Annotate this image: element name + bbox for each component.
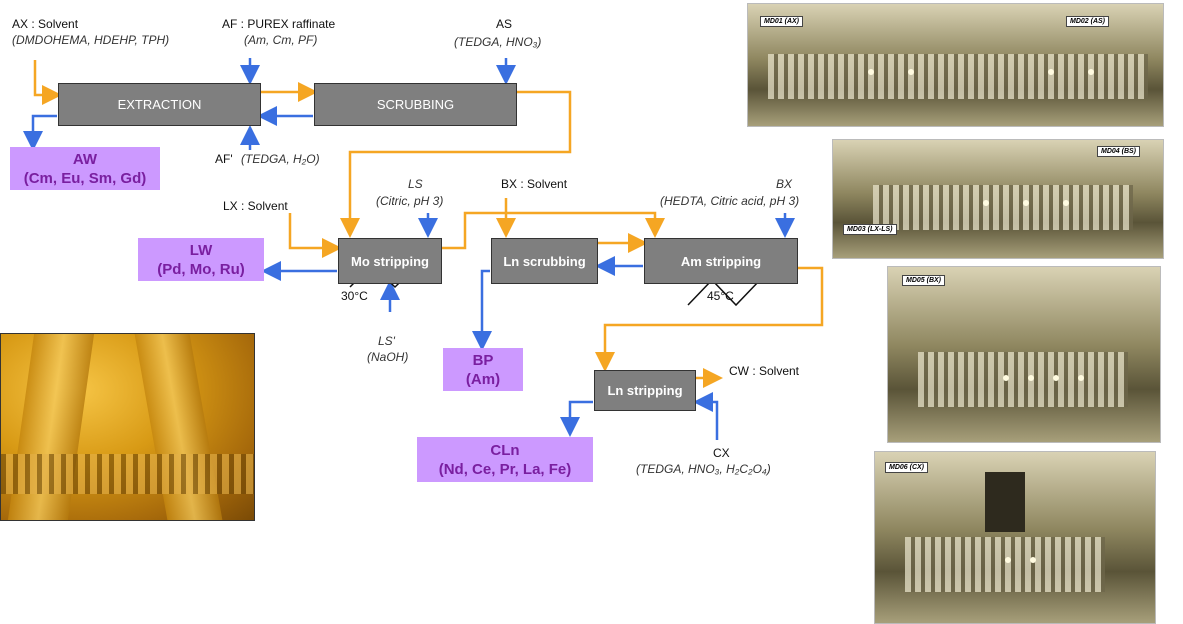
stream-cx-detail: (TEDGA, HNO₃, H₂C₂O₄) (636, 462, 771, 476)
stream-as-detail: (TEDGA, HNO₃) (454, 35, 542, 49)
output-aw-name: AW (72, 150, 98, 168)
temperature-mo: 30°C (341, 289, 368, 303)
output-cln-contents: (Nd, Ce, Pr, La, Fe) (438, 460, 572, 478)
photo-md03-md04: MD04 (BS) MD03 (LX-LS) (832, 139, 1164, 259)
unit-am-stripping: Am stripping (644, 238, 798, 284)
output-lw-name: LW (189, 241, 213, 259)
output-cln-name: CLn (490, 441, 520, 459)
stream-ls-label: LS (408, 177, 423, 191)
photo-tag: MD02 (AS) (1066, 16, 1110, 27)
output-lw-contents: (Pd, Mo, Ru) (157, 260, 245, 278)
output-aw: AW (Cm, Eu, Sm, Gd) (10, 147, 160, 190)
output-aw-contents: (Cm, Eu, Sm, Gd) (23, 169, 147, 187)
unit-scrubbing: SCRUBBING (314, 83, 517, 126)
photo-tag: MD06 (CX) (885, 462, 929, 473)
output-lw: LW (Pd, Mo, Ru) (138, 238, 264, 281)
photo-md05: MD05 (BX) (887, 266, 1161, 443)
stream-bx-solvent-label: BX : Solvent (501, 177, 568, 191)
unit-mo-stripping: Mo stripping (338, 238, 442, 284)
photo-tag: MD01 (AX) (760, 16, 804, 27)
stream-as-label: AS (496, 17, 513, 31)
photo-md06: MD06 (CX) (874, 451, 1156, 624)
stream-cw-label: CW : Solvent (729, 364, 800, 378)
output-bp-name: BP (472, 351, 494, 369)
stream-ax-detail: (DMDOHEMA, HDEHP, TPH) (12, 33, 170, 47)
glovebox-photo (0, 333, 255, 521)
stream-cx-label: CX (713, 446, 730, 460)
stream-lx-label: LX : Solvent (223, 199, 288, 213)
output-cln: CLn (Nd, Ce, Pr, La, Fe) (417, 437, 593, 482)
stream-lsp-detail: (NaOH) (367, 350, 409, 364)
stream-bx-label: BX (776, 177, 793, 191)
unit-extraction: EXTRACTION (58, 83, 261, 126)
stream-lsp-label: LS' (378, 334, 395, 348)
unit-ln-scrubbing: Ln scrubbing (491, 238, 598, 284)
photo-md01-md02: MD01 (AX) MD02 (AS) (747, 3, 1164, 127)
photo-tag: MD04 (BS) (1097, 146, 1141, 157)
stream-bx-detail: (HEDTA, Citric acid, pH 3) (660, 194, 800, 208)
stream-af-detail: (Am, Cm, PF) (244, 33, 318, 47)
output-bp-contents: (Am) (465, 370, 501, 388)
output-bp: BP (Am) (443, 348, 523, 391)
temperature-am: 45°C (707, 289, 734, 303)
stream-ax-label: AX : Solvent (12, 17, 79, 31)
photo-tag: MD05 (BX) (902, 275, 946, 286)
stream-af-label: AF : PUREX raffinate (222, 17, 336, 31)
stream-afp-detail: (TEDGA, H₂O) (241, 152, 320, 166)
photo-tag: MD03 (LX-LS) (843, 224, 897, 235)
stream-ls-detail: (Citric, pH 3) (376, 194, 444, 208)
stream-afp-label: AF' (215, 152, 233, 166)
unit-ln-stripping: Ln stripping (594, 370, 696, 411)
